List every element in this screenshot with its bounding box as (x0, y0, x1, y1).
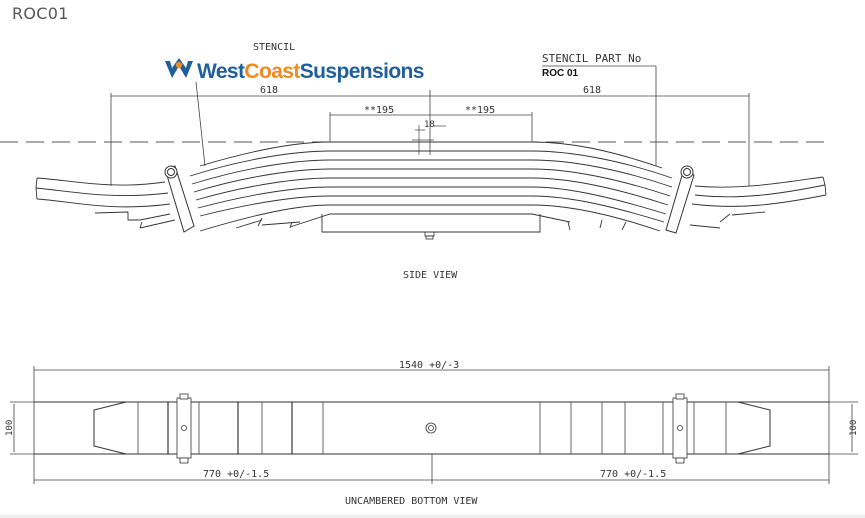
dim-overall: 1540 +0/-3 (399, 360, 459, 371)
left-clip (176, 393, 192, 464)
dim-right-half: 770 +0/-1.5 (600, 469, 666, 480)
page-title: ROC01 (12, 4, 69, 23)
right-clip (672, 393, 688, 464)
dim-center: 18 (424, 120, 435, 130)
dim-left-clamp: **195 (364, 105, 394, 116)
brand-logo: WestCoastSuspensions (165, 58, 424, 83)
bottom-divider (0, 515, 865, 518)
bottom-view (10, 366, 858, 484)
dim-right-span: 618 (583, 85, 601, 96)
bottom-view-caption: UNCAMBERED BOTTOM VIEW (345, 496, 478, 507)
logo-coast: Coast (244, 60, 300, 83)
stencil-part-value: ROC 01 (542, 68, 579, 79)
logo-suspensions: Suspensions (300, 60, 424, 83)
center-bolt-nut (424, 231, 435, 240)
dim-left-span: 618 (260, 85, 278, 96)
side-view: STENCIL STENCIL PART No ROC 01 618 618 *… (0, 42, 827, 281)
logo-west: West (197, 60, 245, 83)
dim-right-clamp: **195 (465, 105, 495, 116)
dim-width-left: 100 (5, 420, 15, 436)
dim-width-right: 100 (849, 420, 859, 436)
right-eye-shackle (665, 165, 695, 234)
center-bolt (425, 422, 437, 434)
stencil-part-label: STENCIL PART No (542, 52, 641, 65)
left-eye-shackle (164, 165, 195, 233)
dim-left-half: 770 +0/-1.5 (203, 469, 269, 480)
svg-text:WestCoastSuspensions: WestCoastSuspensions (197, 60, 424, 83)
stencil-label: STENCIL (253, 42, 295, 53)
kangaroo-w-logo-icon (165, 58, 193, 78)
spring-leaves (35, 141, 827, 233)
side-view-caption: SIDE VIEW (403, 270, 458, 281)
